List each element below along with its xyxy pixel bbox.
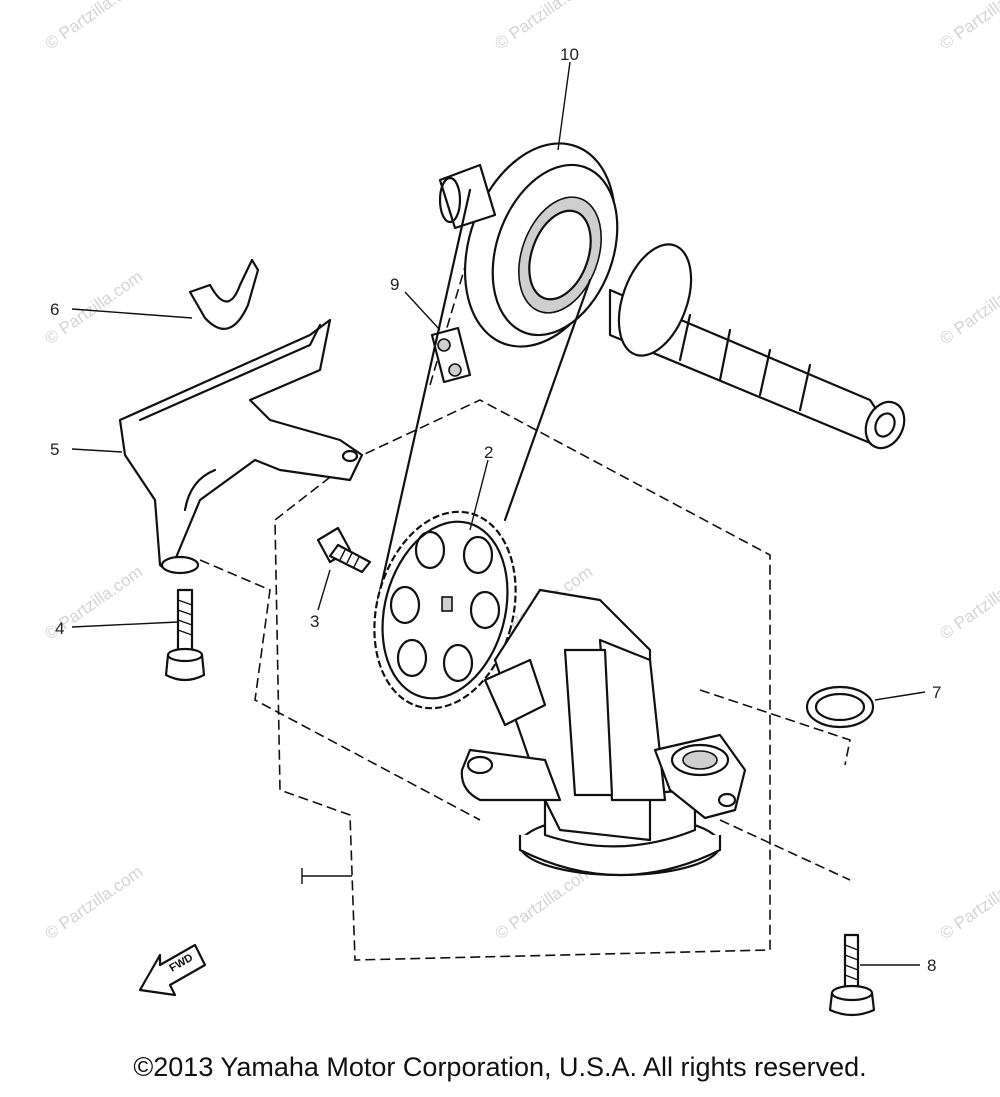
leader-lines [71,61,926,966]
watermark: © Partzilla.com [491,862,596,943]
watermark: © Partzilla.com [936,562,1000,643]
callout-9: 9 [390,275,399,294]
watermark: © Partzilla.com [936,862,1000,943]
watermark: © Partzilla.com [491,0,596,53]
callout-7: 7 [932,683,941,702]
assembly-outline [199,249,851,961]
part-7-o-ring [805,685,875,729]
part-6-clip [188,258,260,330]
part-4-bolt [164,588,206,682]
watermark: © Partzilla.com [936,267,1000,348]
callout-6: 6 [50,300,59,319]
callout-5: 5 [50,440,59,459]
part-10-drive-gear-shaft [438,142,906,450]
callout-3: 3 [310,612,319,631]
part-8-bolt [828,933,876,1017]
copyright-notice: ©2013 Yamaha Motor Corporation, U.S.A. A… [133,1052,867,1082]
callout-4: 4 [55,619,64,638]
watermark: © Partzilla.com [41,0,146,53]
part-9-master-link [430,326,472,384]
watermark: © Partzilla.com [41,862,146,943]
callout-8: 8 [927,956,936,975]
fwd-arrow-icon: FWD [138,943,207,997]
callout-10: 10 [560,45,579,64]
callout-2: 2 [484,443,493,462]
part-3-screw [316,526,372,574]
parts-diagram: © Partzilla.com © Partzilla.com © Partzi… [41,0,1000,1017]
part-5-bracket [118,318,364,575]
part-2-sprocket [373,510,517,710]
watermark: © Partzilla.com [936,0,1000,53]
oil-pump-assembly [460,588,747,877]
callouts: 10 9 2 3 4 5 6 7 8 1 [50,45,941,975]
